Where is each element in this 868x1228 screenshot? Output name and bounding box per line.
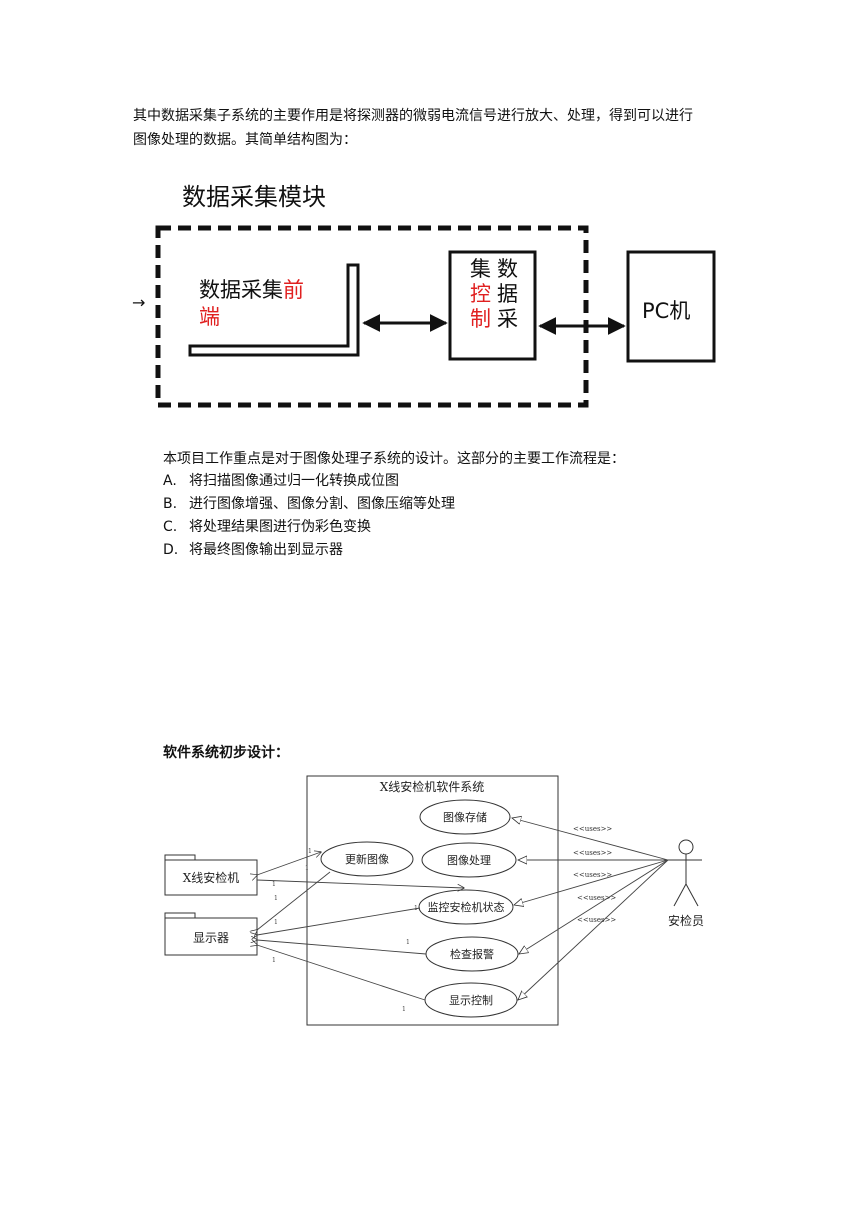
intro-paragraph-line2: 图像处理的数据。其简单结构图为： [133, 132, 357, 148]
stereotype-5: <<uses>> [577, 916, 616, 924]
frontend-shape [188, 263, 360, 357]
block-diagram: 数据采集模块 → 数据采集前 端 集 控 制 数 据 采 PC机 [132, 183, 716, 408]
usecase-inspection-alarm-label: 检查报警 [450, 947, 494, 961]
focus-paragraph: 本项目工作重点是对于图像处理子系统的设计。这部分的主要工作流程是： [163, 451, 625, 467]
system-title: X线安检机软件系统 [380, 779, 485, 794]
step-d: D.将最终图像输出到显示器 [163, 542, 343, 558]
control-col1-1: 集 [470, 257, 491, 281]
control-col2-1: 数 [497, 257, 518, 281]
usecase-image-processing [421, 842, 517, 878]
control-col2-3: 采 [497, 307, 518, 331]
usecase-display-control-label: 显示控制 [449, 993, 493, 1007]
step-a: A.将扫描图像通过归一化转换成位图 [163, 473, 399, 489]
mult-5: 1 [414, 905, 418, 912]
usecase-image-processing-label: 图像处理 [447, 854, 491, 867]
assoc-display-alarm [257, 940, 427, 955]
assoc-display-control [257, 945, 426, 1001]
mult-7: 1 [406, 939, 410, 946]
uses-line-monitor [514, 859, 669, 905]
usecase-image-storage-label: 图像存储 [443, 810, 487, 824]
stereotype-1: <<uses>> [573, 825, 612, 833]
assoc-display-monitor [257, 907, 421, 935]
assoc-xray-monitor [256, 879, 464, 888]
control-col1-3: 制 [470, 307, 491, 331]
mult-2: 1 [305, 865, 309, 872]
system-boundary [306, 775, 559, 1026]
control-box [448, 250, 537, 361]
step-b: B.进行图像增强、图像分割、图像压缩等处理 [163, 496, 455, 512]
control-col2-2: 据 [497, 282, 518, 306]
mult-9: 1 [402, 1006, 406, 1013]
inspector-label: 安检员 [668, 913, 704, 928]
uses-line-display [518, 859, 669, 1000]
control-col1-2: 控 [470, 282, 491, 306]
pc-box [626, 250, 716, 363]
mult-4: 1 [274, 895, 278, 902]
usecase-monitor-status-label: 监控安检机状态 [428, 900, 505, 914]
module-title: 数据采集模块 [182, 183, 326, 211]
frontend-label-end: 端 [199, 305, 220, 329]
inspector-actor-icon [668, 839, 702, 907]
display-label: 显示器 [193, 931, 229, 945]
assoc-xray-update [257, 852, 321, 875]
package-display [164, 912, 258, 956]
usecase-update-image-label: 更新图像 [345, 852, 389, 866]
usecase-image-storage [419, 799, 511, 835]
mult-3: 1 [272, 881, 276, 888]
stereotype-3: <<uses>> [573, 871, 612, 879]
uses-line-storage [512, 818, 669, 861]
stereotype-2: <<uses>> [573, 849, 612, 857]
input-arrow: → [132, 293, 145, 312]
usecase-diagram: X线安检机软件系统 X线安检机 显示器 图像存储 图像处理 更新图像 监控安检机… [164, 775, 704, 1026]
pc-label: PC机 [642, 299, 690, 323]
stereotype-4: <<uses>> [577, 894, 616, 902]
assoc-display-update [257, 871, 331, 930]
xray-machine-label: X线安检机 [183, 870, 240, 885]
module-dashed-border [155, 225, 589, 408]
section-heading: 软件系统初步设计： [163, 745, 289, 761]
mult-8: 1 [272, 957, 276, 964]
mult-6: 1 [274, 919, 278, 926]
step-c: C.将处理结果图进行伪彩色变换 [163, 519, 371, 535]
usecase-monitor-status [418, 889, 514, 925]
intro-paragraph-line1: 其中数据采集子系统的主要作用是将探测器的微弱电流信号进行放大、处理，得到可以进行 [133, 108, 693, 124]
mult-1: 1 [308, 848, 312, 855]
frontend-label: 数据采集前 [199, 278, 304, 302]
uses-line-alarm [519, 859, 669, 954]
